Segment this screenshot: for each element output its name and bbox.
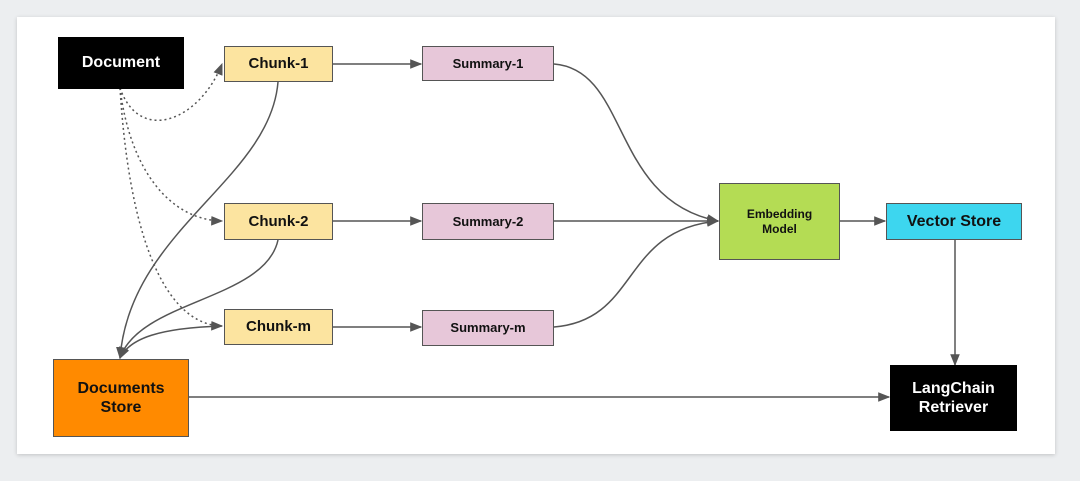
summary-1-node: Summary-1 <box>422 46 554 81</box>
langchain-retriever-node: LangChain Retriever <box>890 365 1017 431</box>
summary-m-node: Summary-m <box>422 310 554 346</box>
connector-summary-m-embedding <box>553 217 720 328</box>
chunk-m-node: Chunk-m <box>224 309 333 345</box>
summary-2-node: Summary-2 <box>422 203 554 240</box>
connector-summary-1-embedding <box>553 63 720 224</box>
chunk-1-node: Chunk-1 <box>224 46 333 82</box>
connector-document-chunk-1 <box>119 62 223 121</box>
connector-document-chunk-m <box>119 87 224 331</box>
connector-chunk-2-documents-store <box>119 239 279 360</box>
document-node: Document <box>58 37 184 89</box>
chunk-2-node: Chunk-2 <box>224 203 333 240</box>
embedding-model-node: Embedding Model <box>719 183 840 260</box>
connector-chunk-1-documents-store <box>116 81 279 360</box>
vector-store-node: Vector Store <box>886 203 1022 240</box>
connector-chunk-m-documents-store <box>119 325 223 360</box>
documents-store-node: Documents Store <box>53 359 189 437</box>
